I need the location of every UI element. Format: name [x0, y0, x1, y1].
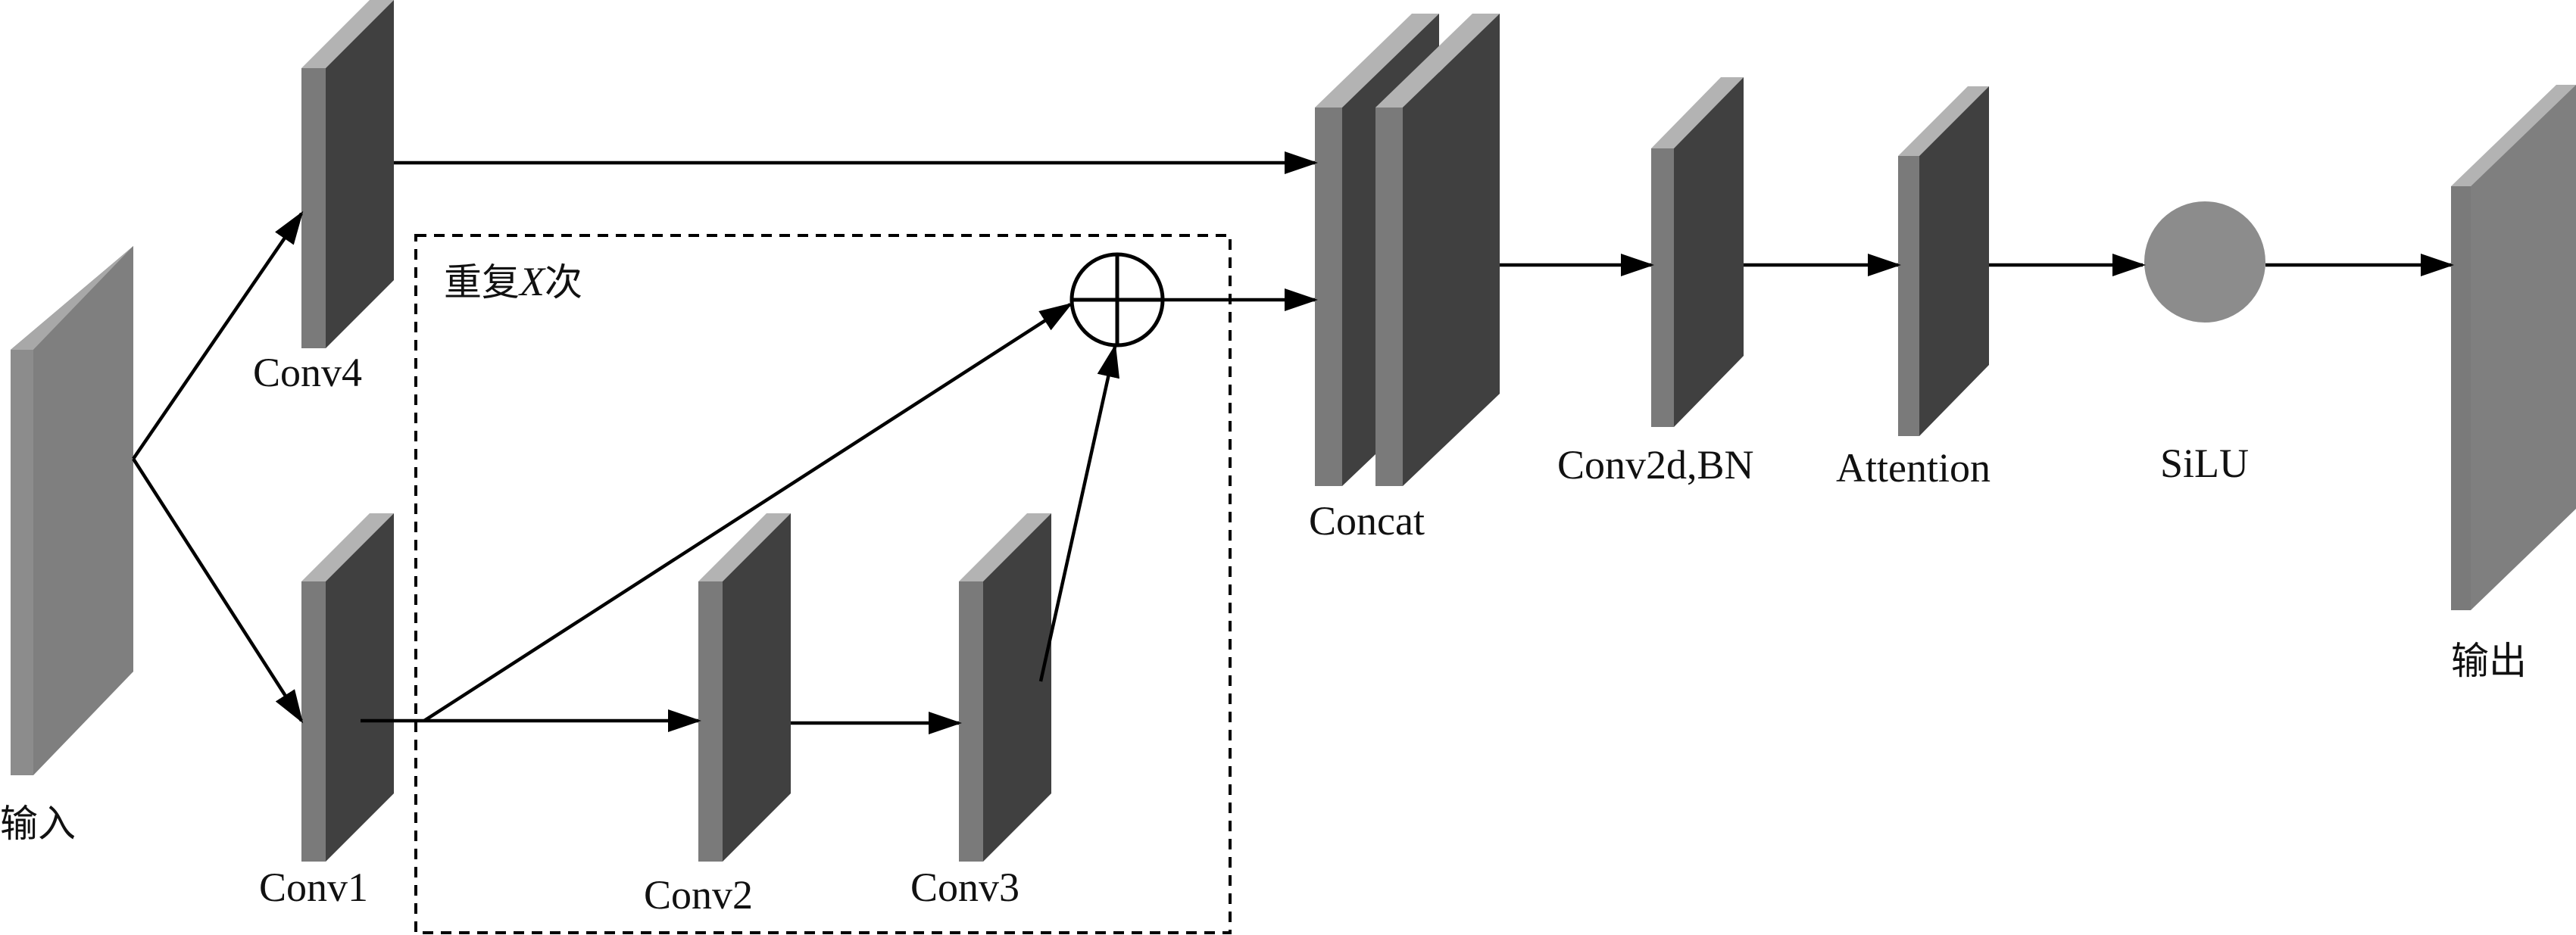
label-attention: Attention	[1836, 445, 1991, 491]
label-repeat-prefix: 重复	[444, 260, 520, 304]
label-conv1: Conv1	[259, 865, 368, 910]
attention-block	[1898, 86, 1989, 436]
conv3-block	[959, 513, 1051, 862]
label-silu: SiLU	[2160, 441, 2249, 486]
arrow-conv1-add	[423, 302, 1073, 722]
arrow-input-conv4	[132, 210, 304, 460]
silu-circle-icon	[2144, 201, 2265, 323]
label-conv2: Conv2	[644, 872, 753, 918]
input-block	[11, 246, 133, 775]
label-conv4: Conv4	[253, 350, 362, 395]
label-repeat: 重复X次	[444, 259, 582, 304]
label-repeat-suffix: 次	[545, 260, 582, 304]
label-output: 输出	[2451, 639, 2527, 683]
label-conv2d-bn: Conv2d,BN	[1557, 442, 1754, 488]
output-block	[2451, 85, 2576, 610]
label-repeat-var: X	[518, 259, 546, 304]
conv2d-bn-block	[1651, 77, 1744, 427]
arrow-input-conv1	[132, 457, 304, 724]
circle-plus-icon	[1069, 252, 1165, 348]
label-input: 输入	[0, 802, 76, 846]
conv4-block	[301, 0, 394, 348]
repeat-box	[414, 234, 1232, 934]
conv2-block	[698, 513, 791, 862]
label-conv3: Conv3	[910, 865, 1019, 910]
concat-block	[1315, 14, 1500, 486]
label-concat: Concat	[1309, 498, 1425, 544]
conv1-block	[301, 513, 394, 862]
arrow-conv3-add	[1038, 344, 1119, 682]
